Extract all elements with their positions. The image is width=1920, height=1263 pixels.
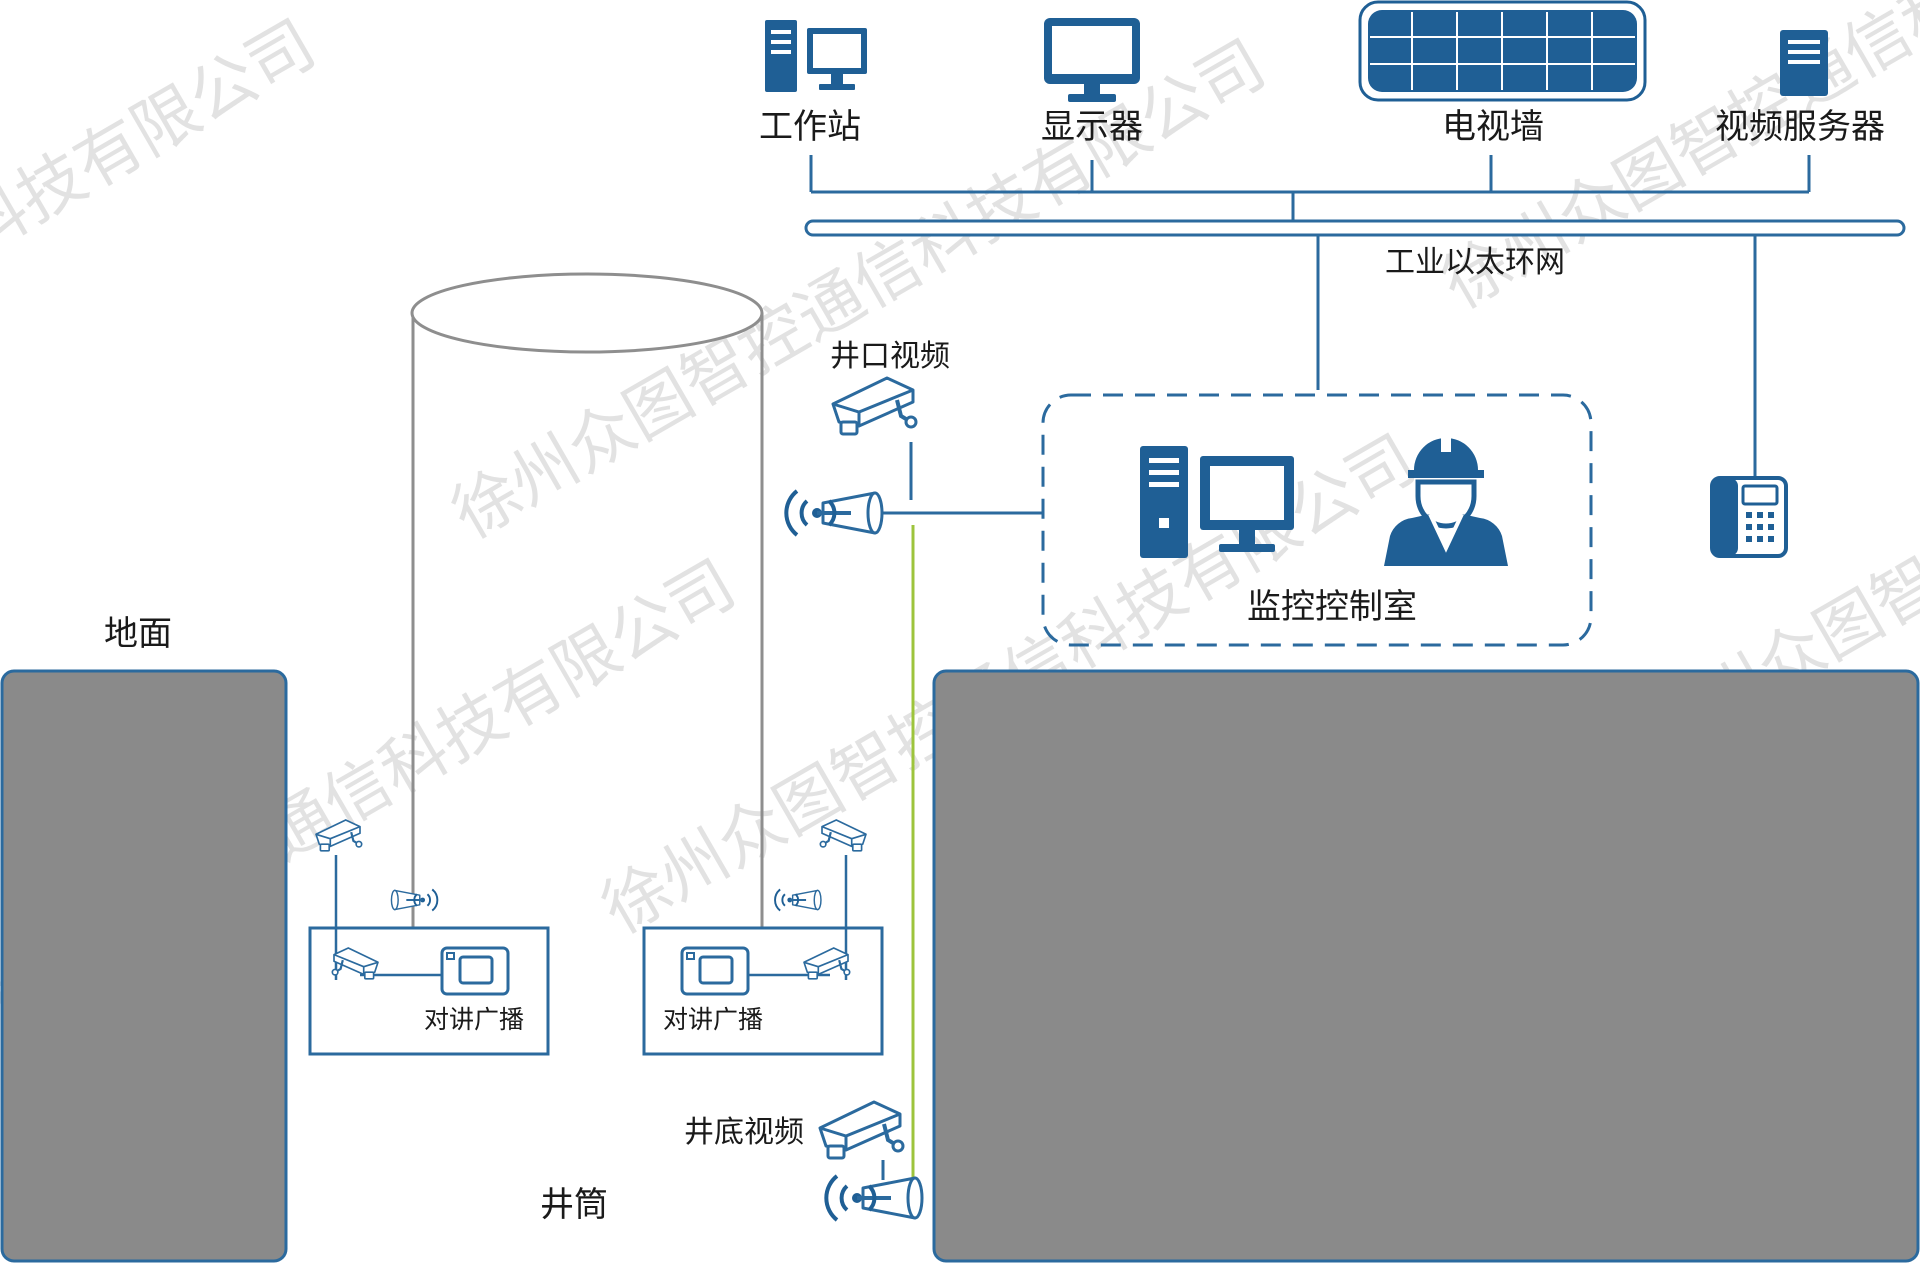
workstation-label: 工作站 [759, 107, 861, 147]
well-bottom-antenna-icon [824, 1174, 924, 1222]
left-cage-unit [308, 818, 550, 1056]
ground-block-left [0, 669, 288, 1263]
ground-block-right [932, 669, 1920, 1263]
well-mouth-antenna-icon [784, 489, 884, 537]
display-label: 显示器 [1041, 107, 1143, 147]
ethernet-ring-bus [804, 219, 1906, 237]
control-room-label: 监控控制室 [1247, 587, 1417, 627]
network-lines [809, 155, 1811, 515]
right-intercom-label: 对讲广播 [663, 1005, 763, 1034]
well-bottom-camera-icon [818, 1100, 905, 1160]
well-mouth-camera-icon [831, 376, 918, 436]
right-cage-unit [642, 818, 884, 1056]
left-intercom-label: 对讲广播 [424, 1005, 524, 1034]
well-mouth-video-label: 井口视频 [830, 339, 950, 374]
well-bottom-video-label: 井底视频 [684, 1115, 804, 1150]
intercom-icon [440, 946, 510, 996]
display-icon [1044, 18, 1140, 102]
tv-wall-icon [1358, 0, 1647, 102]
video-server-icon [1780, 30, 1828, 96]
video-server-label: 视频服务器 [1715, 107, 1885, 147]
watermark-text: 徐州众图智控通信科技有限公司 [0, 5, 328, 534]
shaft-cylinder [410, 272, 764, 930]
operator-worker-icon [1384, 430, 1508, 566]
shaft-label: 井筒 [540, 1185, 608, 1225]
intercom-icon [680, 946, 750, 996]
ethernet-ring-label: 工业以太环网 [1385, 245, 1565, 280]
telephone-icon [1710, 476, 1788, 558]
ground-label: 地面 [104, 614, 172, 654]
workstation-icon [765, 20, 867, 92]
control-room-workstation-icon [1140, 446, 1294, 558]
tv-wall-label: 电视墙 [1442, 107, 1544, 147]
